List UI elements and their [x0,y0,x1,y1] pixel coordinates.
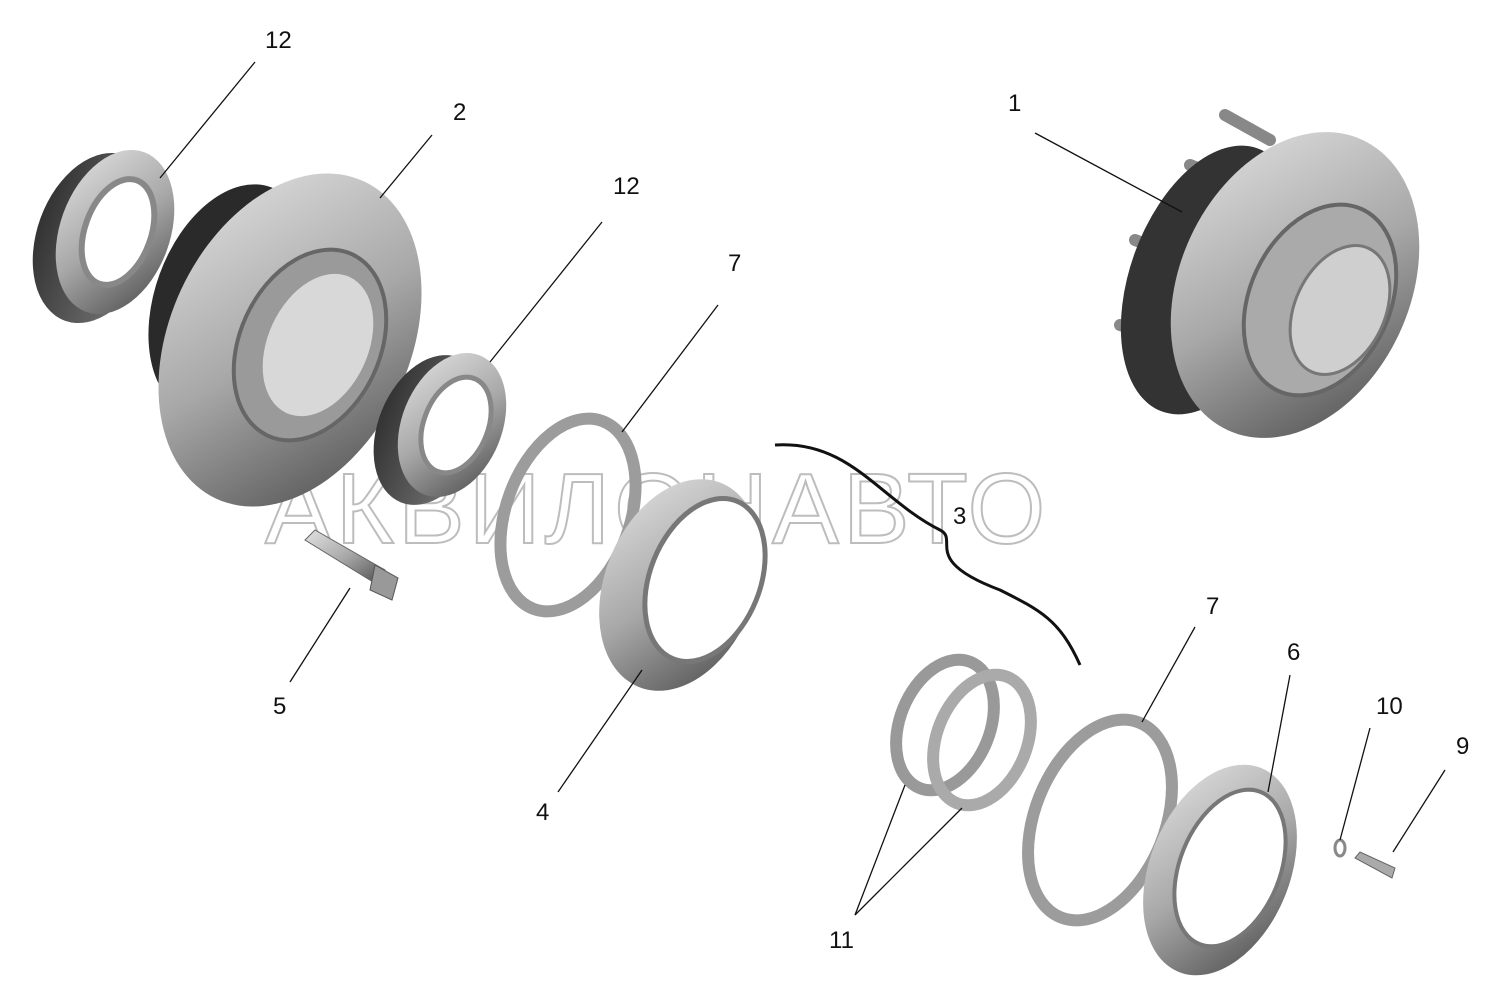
callout-5: 5 [273,693,286,720]
callout-6: 6 [1287,639,1300,666]
wire-3 [774,443,1082,666]
washer-10 [1333,838,1347,858]
bearing-12-left [32,149,175,324]
seal-ring-4 [599,479,768,691]
callout-7-lower: 7 [1206,593,1219,620]
callout-12-center: 12 [613,173,640,200]
callout-9: 9 [1456,733,1469,760]
bearing-12-center [373,352,507,505]
cover-6 [1143,764,1297,976]
bolt-5 [304,529,399,601]
callout-12-left: 12 [265,27,292,54]
callout-7-upper: 7 [728,250,741,277]
callout-10: 10 [1376,693,1403,720]
callout-1: 1 [1008,90,1021,117]
callout-4: 4 [536,799,549,826]
callout-2: 2 [453,99,466,126]
hub-assembly-1 [1114,109,1420,438]
leader-lines [159,61,1446,916]
rings-11 [890,653,1037,812]
callout-3: 3 [953,503,966,530]
screw-9 [1354,851,1396,879]
callout-11: 11 [829,927,854,954]
hub-2 [148,173,422,507]
